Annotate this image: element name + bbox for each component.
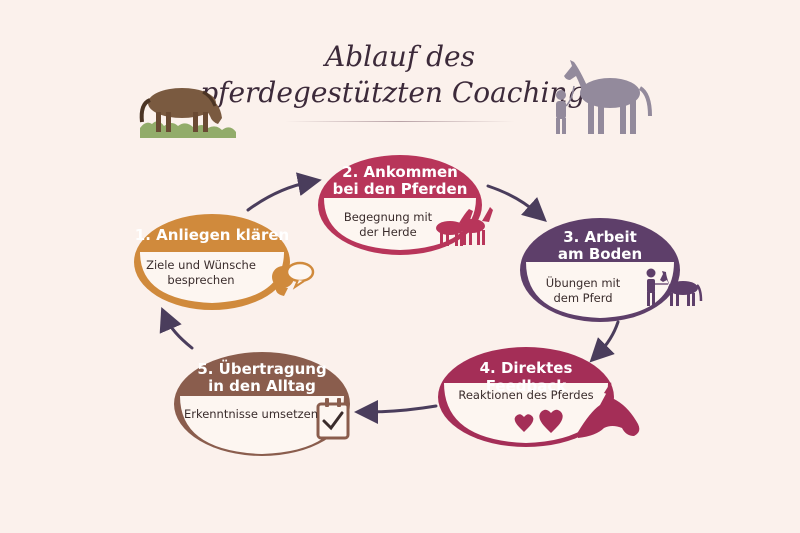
card-step3-shape xyxy=(520,218,680,322)
horse-herd-icon xyxy=(436,207,493,246)
step-4-title: 4. Direktes Feedback xyxy=(479,359,573,395)
step-1-title: 1. Anliegen klären xyxy=(134,226,290,244)
step-1-desc-line1: Ziele und Wünsche xyxy=(146,258,256,272)
step-2-card: 2. Ankommen bei den Pferden Begegnung mi… xyxy=(318,155,482,255)
horse-head-hearts-icon xyxy=(514,382,640,438)
card-step1-shape xyxy=(134,214,290,310)
step-1-desc-line2: besprechen xyxy=(167,273,235,287)
diagram-title-line2: pferdegestützten Coachings xyxy=(200,76,600,109)
person-with-horse-icon xyxy=(556,60,652,134)
title-divider xyxy=(285,121,515,122)
step-2-desc-line1: Begegnung mit xyxy=(343,210,433,224)
step-3-title-line1: 3. Arbeit xyxy=(563,228,637,246)
checklist-icon xyxy=(316,398,350,440)
step-4-card: 4. Direktes Feedback Reaktionen des Pfer… xyxy=(438,347,614,447)
step-5-desc: Erkenntnisse umsetzen xyxy=(183,407,319,421)
person-leading-horse-icon xyxy=(646,268,703,306)
step-3-desc-line2: dem Pferd xyxy=(553,291,613,305)
step-1-card: 1. Anliegen klären Ziele und Wünsche bes… xyxy=(134,214,290,310)
diagram-title-line1: Ablauf des xyxy=(325,40,475,73)
card-step5-shape xyxy=(174,352,350,456)
cycle-arrows xyxy=(159,172,620,424)
step-2-desc-line2: der Herde xyxy=(359,225,417,239)
step-5-title-line1: 5. Übertragung xyxy=(197,360,327,378)
step-5-title-line2: in den Alltag xyxy=(208,377,316,395)
arrow-step5-to-step1 xyxy=(159,306,194,350)
card-step4-shape xyxy=(438,347,614,447)
speech-bubbles-icon xyxy=(272,261,315,296)
arrow-step4-to-step5 xyxy=(354,399,438,424)
step-4-desc: Reaktionen des Pferdes xyxy=(458,388,594,402)
step-5-card: 5. Übertragung in den Alltag Erkenntniss… xyxy=(174,352,350,456)
step-2-title-line2: bei den Pferden xyxy=(332,180,468,198)
step-3-title-line2: am Boden xyxy=(557,245,643,263)
step-2-title-line1: 2. Ankommen xyxy=(342,163,458,181)
arrow-step1-to-step2 xyxy=(246,172,322,212)
grazing-horse-icon xyxy=(139,88,236,138)
step-3-card: 3. Arbeit am Boden Übungen mit dem Pferd xyxy=(520,218,680,322)
step-3-desc-line1: Übungen mit xyxy=(545,276,621,290)
arrow-step3-to-step4 xyxy=(589,320,620,363)
arrow-step2-to-step3 xyxy=(486,184,547,223)
